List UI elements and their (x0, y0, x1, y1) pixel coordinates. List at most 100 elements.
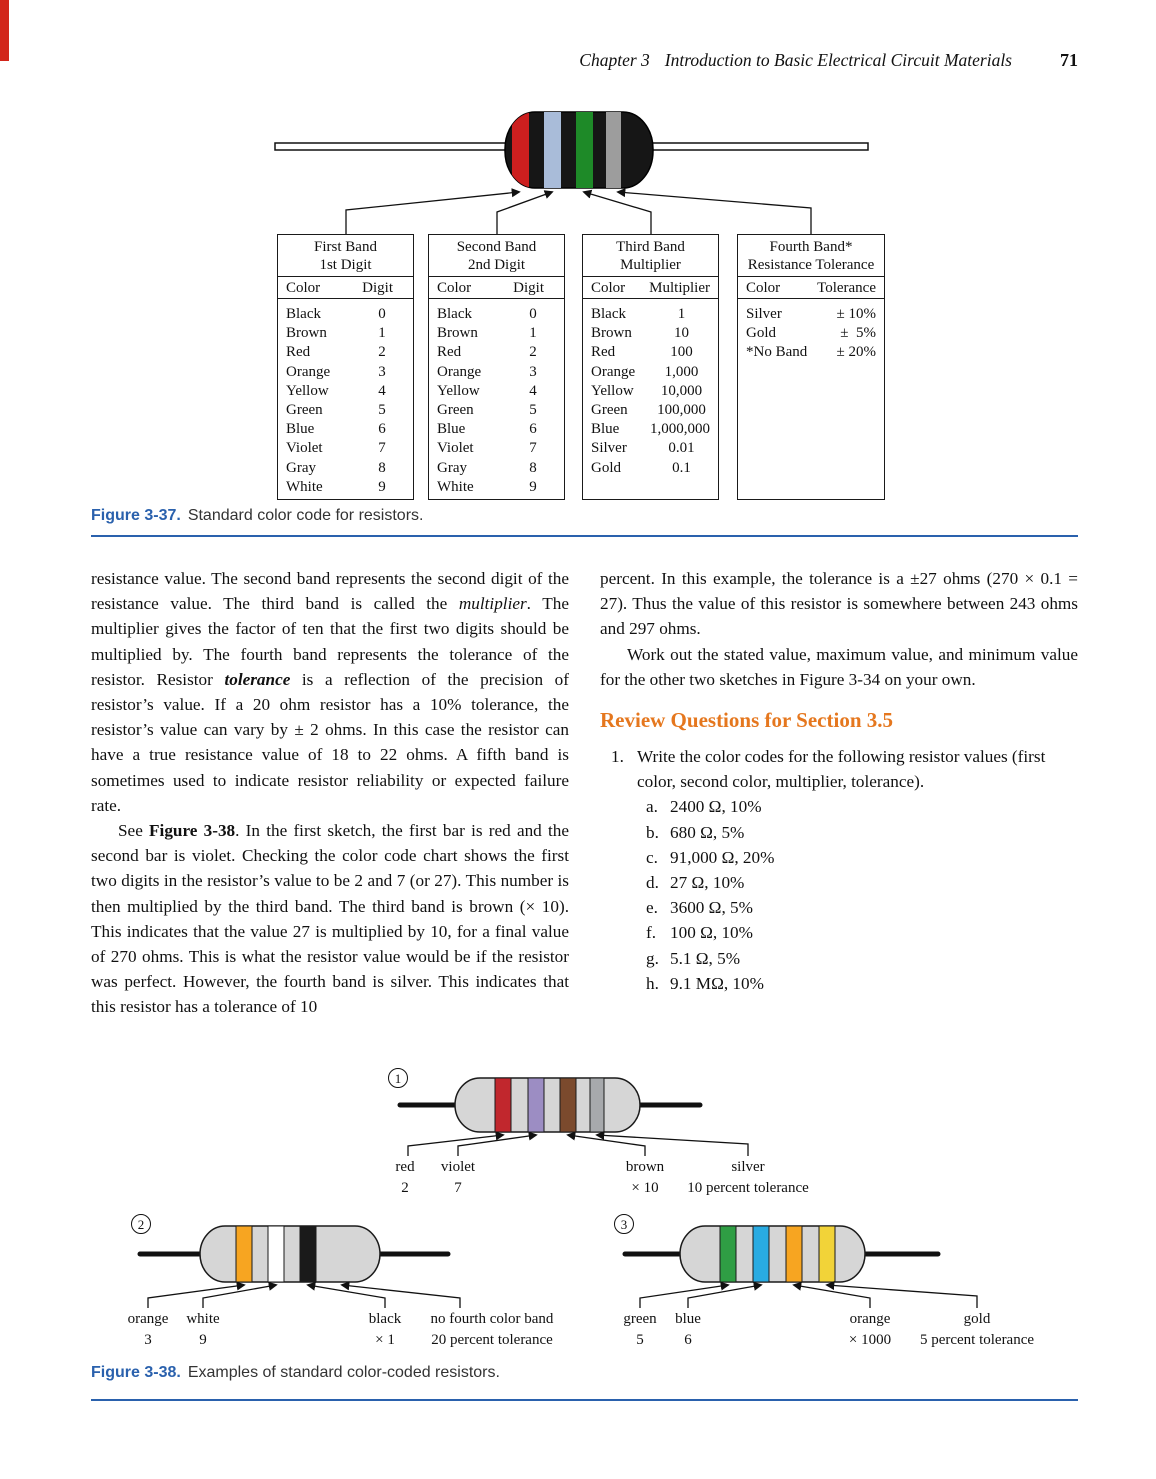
band-value: 5 (636, 1332, 644, 1348)
question-item: b.680 Ω, 5% (646, 822, 745, 842)
question-item: e.3600 Ω, 5% (646, 898, 753, 918)
band-label: green (623, 1311, 657, 1327)
resistor3-pointer-green (639, 1281, 730, 1308)
question-item: f.100 Ω, 10% (646, 923, 753, 943)
resistor2-body (199, 1225, 381, 1283)
text-segment: Figure 3-38 (149, 821, 236, 841)
resistor2-pointer-orange (147, 1281, 246, 1308)
band-value: 7 (454, 1180, 462, 1196)
question-item: d.27 Ω, 10% (646, 873, 745, 893)
text-segment: . In the first sketch, the first bar is … (91, 821, 569, 1017)
band-gray (606, 112, 621, 188)
band-value: 6 (684, 1332, 692, 1348)
text-segment: is a reflection of the precision of resi… (91, 669, 569, 815)
pointer-third-band (582, 189, 652, 234)
resistor3-pointer-orange (792, 1281, 871, 1308)
resistor2-pointer-black (306, 1281, 386, 1308)
resistor1-pointer-brown (566, 1131, 646, 1156)
text-segment: Work out the stated value, maximum value… (600, 644, 1078, 689)
table-title: Fourth Band*Resistance Tolerance (738, 235, 884, 277)
question-item: c.91,000 Ω, 20% (646, 847, 775, 867)
band-value: 10 percent tolerance (687, 1180, 809, 1196)
text-segment: See (118, 821, 150, 841)
band-label: white (186, 1311, 220, 1327)
resistor1-band-silver (589, 1078, 605, 1132)
band-label: silver (731, 1159, 765, 1175)
band-label: brown (625, 1159, 665, 1175)
question-item: a.2400 Ω, 10% (646, 797, 762, 817)
pointer-fourth-band (616, 188, 812, 234)
band-green (576, 112, 593, 188)
band-label: violet (440, 1159, 476, 1175)
question-items: a.2400 Ω, 10% b.680 Ω, 5% c.91,000 Ω, 20% d… (637, 794, 1078, 996)
resistor-color-code-diagram (274, 111, 869, 234)
sketch-3-number: 3 (614, 1214, 634, 1234)
paragraph: percent. In this example, the tolerance … (600, 566, 1078, 642)
band-value: 2 (401, 1180, 409, 1196)
figure-3-37-caption: Figure 3-37.Standard color code for resi… (91, 507, 423, 525)
figure-3-37-caption-label: Figure 3-37. (91, 507, 181, 524)
chapter-label: Chapter 3 (579, 50, 650, 70)
review-question-1: 1. Write the color codes for the followi… (600, 744, 1078, 996)
resistor1-pointer-violet (457, 1131, 538, 1156)
resistor2-band-white (267, 1226, 285, 1282)
resistor2-pointer-no-band (340, 1281, 461, 1308)
pointer-first-band (345, 188, 521, 234)
band-value: 9 (199, 1332, 207, 1348)
resistor3-pointer-gold (825, 1280, 978, 1308)
resistor1-band-red (494, 1078, 512, 1132)
page-number: 71 (1060, 50, 1078, 70)
pointer-second-band (496, 190, 554, 234)
divider-rule-bottom (91, 1399, 1078, 1401)
resistor1-band-brown (559, 1078, 577, 1132)
page-header: Chapter 3 Introduction to Basic Electric… (91, 50, 1078, 71)
question-number: 1. (611, 747, 624, 767)
band-value: × 1000 (848, 1332, 892, 1348)
band-value: 3 (144, 1332, 152, 1348)
resistor1-pointer-red (407, 1131, 505, 1156)
text-segment: multiplier (458, 594, 527, 614)
text-segment: percent. In this example, the tolerance … (600, 569, 1078, 639)
resistor1-band-violet (527, 1078, 545, 1132)
text-segment: tolerance (224, 669, 291, 689)
paragraph: See Figure 3-38. In the first sketch, th… (91, 818, 569, 1020)
question-text: Write the color codes for the following … (637, 747, 1046, 792)
left-column: resistance value. The second band repres… (91, 566, 569, 1020)
chapter-title: Introduction to Basic Electrical Circuit… (664, 50, 1012, 70)
sketch-2-number: 2 (131, 1214, 151, 1234)
band-light-blue (544, 112, 561, 188)
sketch-1-number: 1 (388, 1068, 408, 1088)
table-row: Silver± 10% (746, 306, 876, 322)
resistor3-body (679, 1225, 866, 1283)
